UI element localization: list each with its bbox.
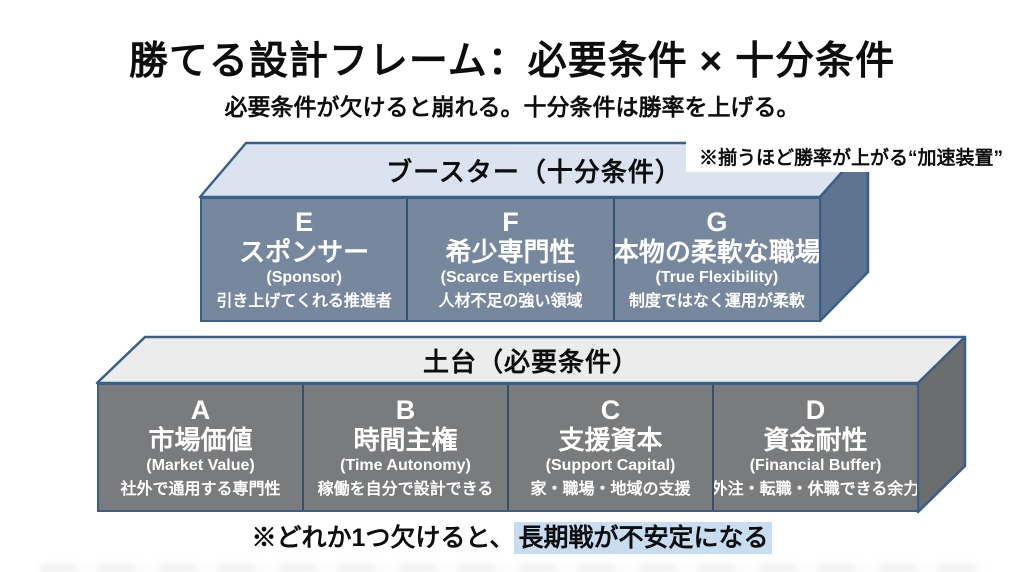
cell-name: 希少専門性 — [445, 236, 576, 267]
booster-cell-f: F 希少専門性 (Scarce Expertise) 人材不足の強い領域 — [408, 199, 615, 320]
cell-en-label: (Time Autonomy) — [340, 456, 471, 474]
cell-en-label: (True Flexibility) — [655, 268, 779, 286]
footnote-plain-text: ※どれか1つ欠けると、 — [251, 524, 515, 552]
cell-letter: B — [395, 395, 416, 426]
cell-description: 稼働を自分で設計できる — [317, 480, 494, 498]
cell-en-label: (Market Value) — [146, 456, 255, 474]
cell-letter: A — [190, 395, 211, 426]
footnote-highlighted-text: 長期戦が不安定になる — [514, 522, 773, 554]
cell-name: 本物の柔軟な職場 — [614, 236, 819, 267]
base-header: 土台（必要条件） — [422, 346, 639, 377]
cell-name: 市場価値 — [148, 424, 253, 455]
cell-description: 外注・転職・休職できる余力 — [714, 480, 917, 498]
booster-front-face: E スポンサー (Sponsor) 引き上げてくれる推進者 F 希少専門性 (S… — [200, 197, 821, 322]
cell-name: スポンサー — [239, 236, 370, 267]
cell-name: 時間主権 — [353, 424, 458, 455]
cutoff-next-slide-line — [40, 564, 984, 572]
slide-title: 勝てる設計フレーム：必要条件 × 十分条件 — [128, 40, 896, 83]
base-cell-b: B 時間主権 (Time Autonomy) 稼働を自分で設計できる — [304, 385, 509, 510]
cell-en-label: (Sponsor) — [266, 268, 342, 286]
booster-annotation: ※揃うほど勝率が上がる“加速装置” — [686, 140, 1016, 172]
cell-letter: G — [706, 207, 728, 238]
base-cell-c: C 支援資本 (Support Capital) 家・職場・地域の支援 — [509, 385, 714, 510]
cell-description: 人材不足の強い領域 — [438, 292, 583, 310]
booster-header: ブースター（十分条件） — [386, 156, 682, 187]
cell-description: 社外で通用する専門性 — [120, 480, 281, 498]
cell-name: 資金耐性 — [763, 424, 868, 455]
cell-description: 家・職場・地域の支援 — [530, 480, 691, 498]
cell-en-label: (Support Capital) — [545, 456, 676, 474]
footnote: ※どれか1つ欠けると、長期戦が不安定になる — [0, 518, 1024, 554]
base-front-face: A 市場価値 (Market Value) 社外で通用する専門性 B 時間主権 … — [97, 383, 919, 512]
cell-description: 引き上げてくれる推進者 — [216, 292, 392, 310]
cell-letter: D — [805, 395, 826, 426]
booster-cell-e: E スポンサー (Sponsor) 引き上げてくれる推進者 — [202, 199, 409, 320]
cell-letter: C — [600, 395, 621, 426]
base-cell-a: A 市場価値 (Market Value) 社外で通用する専門性 — [99, 385, 304, 510]
cell-en-label: (Financial Buffer) — [749, 456, 882, 474]
cell-name: 支援資本 — [558, 424, 663, 455]
base-cell-d: D 資金耐性 (Financial Buffer) 外注・転職・休職できる余力 — [714, 385, 917, 510]
booster-cell-g: G 本物の柔軟な職場 (True Flexibility) 制度ではなく運用が柔… — [615, 199, 819, 320]
cell-letter: F — [502, 207, 519, 238]
cell-description: 制度ではなく運用が柔軟 — [628, 292, 805, 310]
cell-en-label: (Scarce Expertise) — [440, 268, 581, 286]
slide-subtitle: 必要条件が欠けると崩れる。十分条件は勝率を上げる。 — [224, 94, 800, 120]
cell-letter: E — [295, 207, 314, 238]
